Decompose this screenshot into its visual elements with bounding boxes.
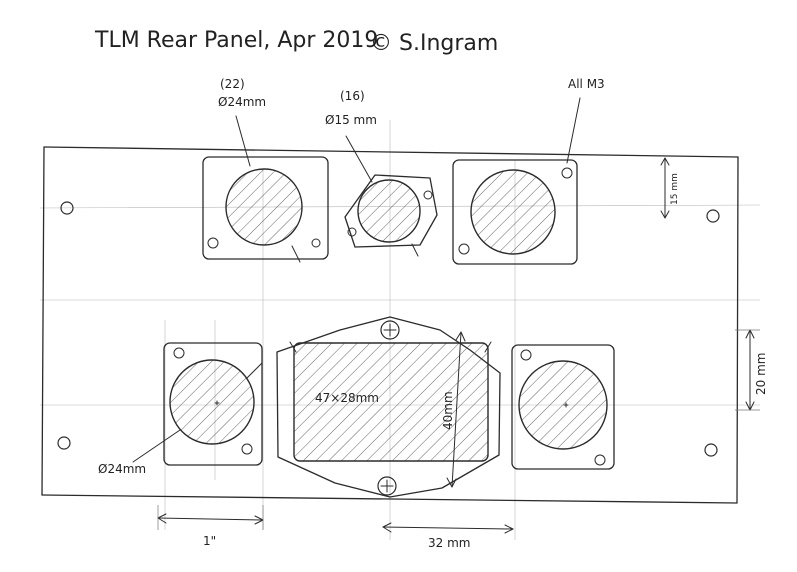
drawing-title: TLM Rear Panel, Apr 2019 [94,28,378,53]
copyright-note: © S.Ingram [370,31,498,56]
hole-16-diameter: Ø15 mm [325,113,377,127]
panel-mounting-holes [57,201,720,457]
dim-15-label: 15 mm [670,173,680,205]
rect-size-label: 47×28mm [315,391,379,405]
connector-bottom-right [511,344,615,470]
height-40-label: 40mm [441,391,455,430]
dim-20-label: 20 mm [754,353,768,395]
hole-22-note: (22) [220,77,245,91]
dimension-20mm [735,329,760,411]
dim-32-label: 32 mm [428,536,470,550]
connector-top-middle [344,135,438,257]
hole-22-diameter: Ø24mm [218,95,266,109]
all-m3-note: All M3 [568,77,605,91]
hole-16-note: (16) [340,89,365,103]
bottom-left-hole-diameter: Ø24mm [98,462,146,476]
dim-1in-label: 1" [203,534,216,548]
dimension-1-inch [157,505,264,530]
connector-top-left [202,115,329,263]
connector-bottom-left [132,342,263,466]
dimension-15mm [660,157,670,219]
center-cutout [276,316,501,498]
dimension-32mm [382,522,514,534]
connector-top-right [452,97,581,265]
